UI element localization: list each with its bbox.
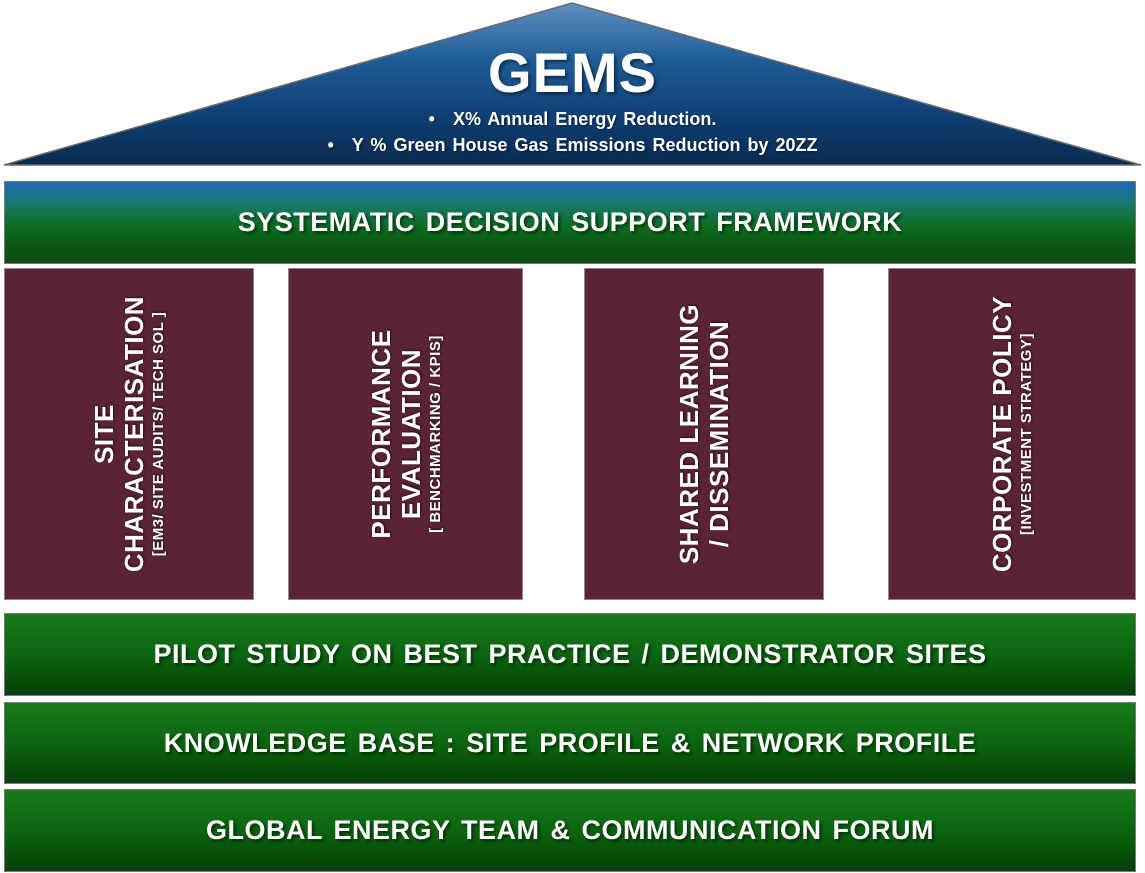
pillar-site-characterisation: SITE CHARACTERISATION [EM3/ SITE AUDITS/…: [4, 268, 254, 600]
goal-list: X% Annual Energy Reduction. Y % Green Ho…: [0, 106, 1145, 158]
pillar-title-line: PERFORMANCE: [365, 329, 396, 539]
knowledge-base-band: KNOWLEDGE BASE : SITE PROFILE & NETWORK …: [4, 702, 1136, 784]
pillar-title-line: CHARACTERISATION: [119, 295, 149, 573]
pillar-title-line: SHARED LEARNING: [674, 303, 704, 565]
goal-item: X% Annual Energy Reduction.: [0, 106, 1145, 132]
pilot-study-label: PILOT STUDY ON BEST PRACTICE / DEMONSTRA…: [153, 639, 987, 669]
pillar-performance-evaluation: PERFORMANCE EVALUATION [ BENCHMARKING / …: [288, 268, 523, 600]
pillar-subtitle: [INVESTMENT STRATEGY]: [1018, 333, 1035, 535]
pillar-subtitle: [EM3/ SITE AUDITS/ TECH SOL ]: [150, 311, 167, 557]
framework-label: SYSTEMATIC DECISION SUPPORT FRAMEWORK: [237, 207, 903, 237]
energy-forum-band: GLOBAL ENERGY TEAM & COMMUNICATION FORUM: [4, 789, 1136, 872]
pillar-title-line: / DISSEMINATION: [704, 320, 734, 548]
pillar-corporate-policy: CORPORATE POLICY [INVESTMENT STRATEGY]: [888, 268, 1136, 600]
goal-item: Y % Green House Gas Emissions Reduction …: [0, 132, 1145, 158]
pillar-title-line: EVALUATION: [395, 348, 426, 520]
knowledge-base-label: KNOWLEDGE BASE : SITE PROFILE & NETWORK …: [163, 727, 977, 758]
roof-title: GEMS: [488, 41, 657, 104]
pillar-subtitle: [ BENCHMARKING / KPIS]: [426, 335, 444, 533]
pillar-title-line: SITE: [89, 404, 119, 464]
pillar-shared-learning: SHARED LEARNING / DISSEMINATION: [584, 268, 824, 600]
energy-forum-label: GLOBAL ENERGY TEAM & COMMUNICATION FORUM: [206, 815, 934, 845]
pilot-study-band: PILOT STUDY ON BEST PRACTICE / DEMONSTRA…: [4, 613, 1136, 696]
framework-band: SYSTEMATIC DECISION SUPPORT FRAMEWORK: [4, 181, 1136, 264]
pillar-title-line: CORPORATE POLICY: [987, 295, 1017, 573]
